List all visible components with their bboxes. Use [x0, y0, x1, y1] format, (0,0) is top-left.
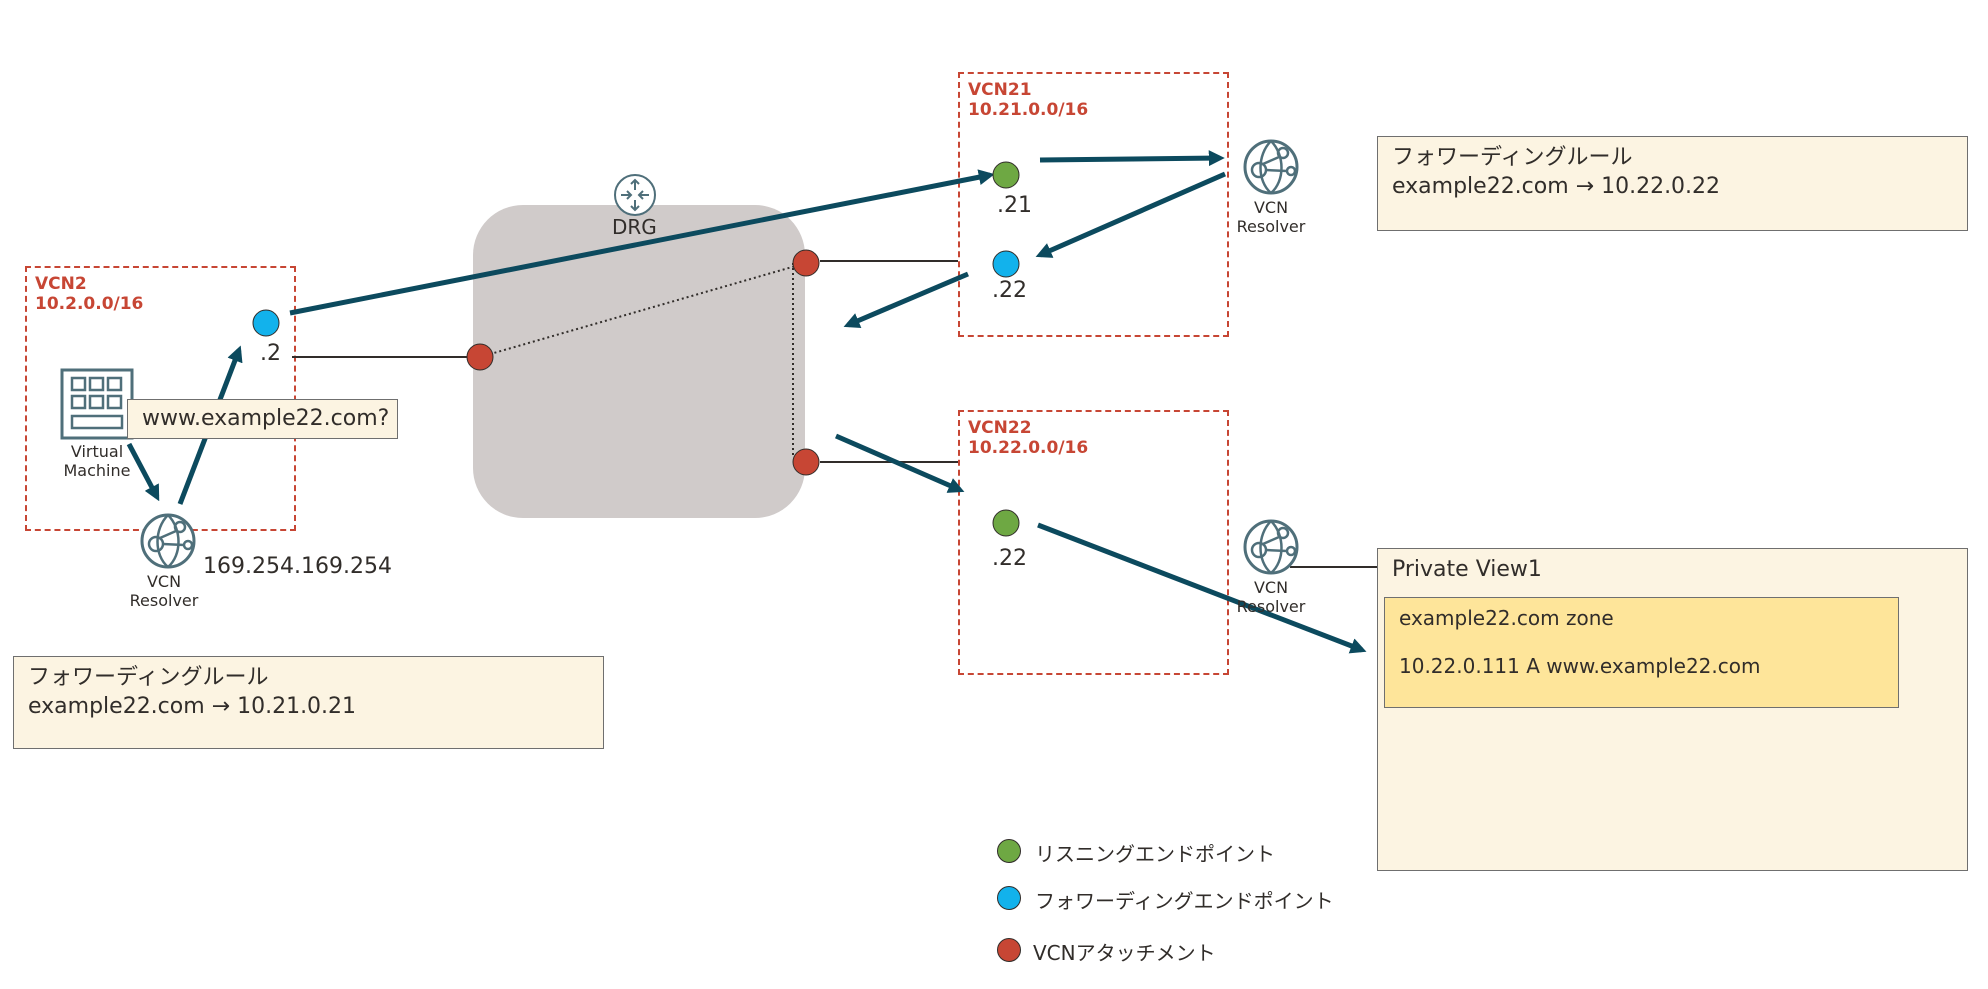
arrow-fwd-to-vcn21-listen [289, 169, 995, 316]
forwarding-rule-vcn2: フォワーディングルール example22.com → 10.21.0.21 [13, 656, 604, 749]
vcn21-forwarding-endpoint [992, 250, 1020, 278]
arrow-drg-to-vcn22 [835, 433, 965, 493]
vcn21-listening-endpoint [992, 161, 1020, 189]
vcn-resolver-icon [140, 513, 196, 569]
legend-dot-listening [997, 839, 1021, 863]
rule-text: example22.com → 10.21.0.21 [28, 694, 357, 719]
router-icon [614, 174, 656, 216]
vcn22-attachment-dot [792, 448, 820, 476]
endpoint-ip-vcn21-fwd: .22 [992, 278, 1027, 303]
zone-box: example22.com zone 10.22.0.111 A www.exa… [1384, 597, 1899, 708]
legend-dot-forwarding [997, 886, 1021, 910]
legend-label-forwarding: フォワーディングエンドポイント [1035, 889, 1334, 913]
rule-title: フォワーディングルール [28, 665, 269, 690]
legend-dot-attachment [997, 938, 1021, 962]
vcn22-listening-endpoint [992, 509, 1020, 537]
dns-query-callout: www.example22.com? [127, 399, 398, 439]
drg-route-dotted [479, 262, 807, 358]
forwarding-rule-vcn21: フォワーディングルール example22.com → 10.22.0.22 [1377, 136, 1968, 231]
virtual-machine-icon [60, 368, 134, 440]
arrow-vcn22-to-privateview [1037, 522, 1367, 654]
resolver-label-vcn22: VCN Resolver [1236, 578, 1306, 616]
resolver-label-vcn21: VCN Resolver [1236, 198, 1306, 236]
resolver-ip: 169.254.169.254 [203, 554, 392, 579]
arrow-fwd21-to-drg [843, 271, 969, 328]
legend-label-listening: リスニングエンドポイント [1035, 842, 1275, 866]
vcn2-forwarding-endpoint [252, 309, 280, 337]
arrow-listen-to-resolver21 [1039, 150, 1225, 167]
legend-label-attachment: VCNアタッチメント [1033, 941, 1216, 965]
vm-label: Virtual Machine [63, 442, 131, 480]
resolver-label-vcn2: VCN Resolver [129, 572, 199, 610]
zone-name: example22.com zone [1399, 606, 1614, 630]
arrow-resolver21-to-fwd [1035, 171, 1227, 258]
rule-title: フォワーディングルール [1392, 145, 1633, 170]
drg-label: DRG [612, 215, 657, 239]
vcn-resolver-icon [1243, 139, 1299, 195]
drg-region [473, 205, 805, 518]
vcn21-attachment-dot [792, 249, 820, 277]
endpoint-ip-vcn22-listen: .22 [992, 546, 1027, 571]
endpoint-ip-vcn21-listen: .21 [997, 193, 1032, 218]
vcn-resolver-icon [1243, 519, 1299, 575]
zone-record: 10.22.0.111 A www.example22.com [1399, 654, 1761, 678]
vcn2-attachment-dot [466, 343, 494, 371]
arrow-vm-to-resolver [126, 442, 160, 502]
endpoint-ip-vcn2-fwd: .2 [260, 341, 281, 366]
private-view-title: Private View1 [1392, 557, 1542, 582]
rule-text: example22.com → 10.22.0.22 [1392, 174, 1721, 199]
